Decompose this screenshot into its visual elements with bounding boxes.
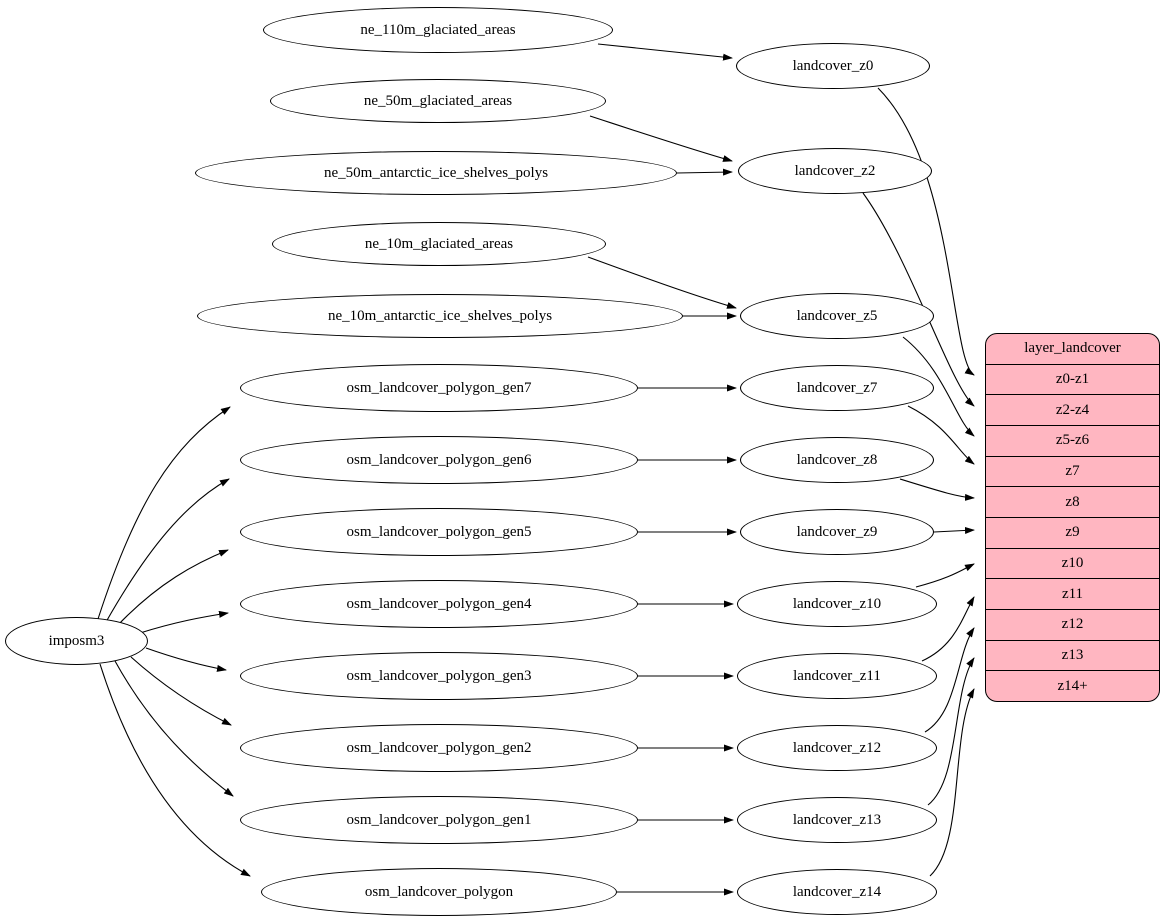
record-row-z7: z7 <box>986 455 1159 487</box>
node-osm-landcover-polygon-gen3: osm_landcover_polygon_gen3 <box>240 652 638 700</box>
node-ne-50m-glaciated-areas: ne_50m_glaciated_areas <box>270 79 606 123</box>
node-label: landcover_z8 <box>796 451 878 468</box>
node-landcover-z12: landcover_z12 <box>737 725 937 771</box>
record-row-z9: z9 <box>986 517 1159 548</box>
edge-ne50ma-to-z2 <box>676 168 733 176</box>
node-ne-50m-antarctic-ice-shelves-polys: ne_50m_antarctic_ice_shelves_polys <box>195 151 677 195</box>
edge-imposm3-to-gen4 <box>139 610 229 634</box>
record-row-z14p: z14+ <box>986 670 1159 701</box>
edge-imposm3-to-poly <box>99 663 251 877</box>
record-title: layer_landcover <box>1024 340 1121 357</box>
node-osm-landcover-polygon-gen7: osm_landcover_polygon_gen7 <box>240 364 638 412</box>
node-label: ne_10m_glaciated_areas <box>364 235 514 252</box>
edge-z9-to-row-z9 <box>933 526 975 534</box>
node-ne-10m-antarctic-ice-shelves-polys: ne_10m_antarctic_ice_shelves_polys <box>197 294 683 338</box>
node-landcover-z9: landcover_z9 <box>740 509 934 555</box>
node-label: osm_landcover_polygon_gen3 <box>346 667 532 684</box>
node-imposm3: imposm3 <box>5 617 148 665</box>
node-label: ne_50m_glaciated_areas <box>363 92 513 109</box>
edge-z8-to-row-z8 <box>899 478 975 501</box>
node-label: osm_landcover_polygon_gen5 <box>346 523 532 540</box>
node-landcover-z7: landcover_z7 <box>740 365 934 411</box>
edge-imposm3-to-gen5 <box>116 549 229 627</box>
node-landcover-z10: landcover_z10 <box>737 581 937 627</box>
node-ne-10m-glaciated-areas: ne_10m_glaciated_areas <box>272 222 606 266</box>
node-landcover-z11: landcover_z11 <box>737 653 937 699</box>
edge-ne50mg-to-z2 <box>589 115 733 162</box>
node-label: landcover_z10 <box>792 595 882 612</box>
record-row-z10: z10 <box>986 547 1159 579</box>
node-label: osm_landcover_polygon_gen6 <box>346 451 532 468</box>
node-landcover-z14: landcover_z14 <box>737 869 937 915</box>
node-landcover-z5: landcover_z5 <box>740 293 934 339</box>
node-label: landcover_z12 <box>792 739 882 756</box>
edge-z10-to-row-z10 <box>915 563 975 588</box>
node-ne-110m-glaciated-areas: ne_110m_glaciated_areas <box>263 7 613 53</box>
edge-ne10mg-to-z5 <box>587 256 737 309</box>
node-landcover-z8: landcover_z8 <box>740 437 934 483</box>
node-landcover-z13: landcover_z13 <box>737 797 937 843</box>
node-label: landcover_z9 <box>796 523 878 540</box>
record-row-z11: z11 <box>986 578 1159 609</box>
node-landcover-z2: landcover_z2 <box>738 148 932 194</box>
edge-z12-to-row-z12 <box>924 627 975 733</box>
node-label: osm_landcover_polygon_gen2 <box>346 739 532 756</box>
record-row-z8: z8 <box>986 486 1159 517</box>
node-label: landcover_z7 <box>796 379 878 396</box>
edge-z11-to-row-z11 <box>921 596 975 662</box>
node-label: landcover_z11 <box>793 667 881 684</box>
node-label: ne_110m_glaciated_areas <box>360 21 516 38</box>
edge-z14-to-row-z14p <box>929 688 975 877</box>
node-osm-landcover-polygon-gen2: osm_landcover_polygon_gen2 <box>240 724 638 772</box>
edge-ne110m-to-z0 <box>597 43 733 61</box>
node-layer-landcover: layer_landcover z0-z1 z2-z4 z5-z6 z7 z8 … <box>985 333 1160 702</box>
record-row-z5-z6: z5-z6 <box>986 425 1159 456</box>
node-label: landcover_z2 <box>794 162 876 179</box>
edge-imposm3-to-gen2 <box>130 656 232 726</box>
edge-z0-to-row-z0z1 <box>877 87 975 376</box>
node-label: imposm3 <box>48 632 105 649</box>
node-label: ne_50m_antarctic_ice_shelves_polys <box>323 164 549 181</box>
record-row-z0-z1: z0-z1 <box>986 363 1159 395</box>
edge-z7-to-row-z7 <box>907 405 975 465</box>
node-label: landcover_z14 <box>792 883 882 900</box>
node-label: ne_10m_antarctic_ice_shelves_polys <box>327 307 553 324</box>
node-label: osm_landcover_polygon_gen7 <box>346 379 532 396</box>
edge-z13-to-row-z13 <box>927 657 975 806</box>
node-label: osm_landcover_polygon_gen4 <box>346 595 532 612</box>
edge-imposm3-to-gen1 <box>114 660 234 797</box>
edge-imposm3-to-gen6 <box>105 478 230 623</box>
node-landcover-z0: landcover_z0 <box>736 43 930 89</box>
node-label: osm_landcover_polygon <box>364 883 514 900</box>
record-row-z2-z4: z2-z4 <box>986 394 1159 425</box>
edge-z5-to-row-z5z6 <box>902 336 975 437</box>
node-label: landcover_z0 <box>792 57 874 74</box>
node-osm-landcover-polygon-gen6: osm_landcover_polygon_gen6 <box>240 436 638 484</box>
node-osm-landcover-polygon-gen1: osm_landcover_polygon_gen1 <box>240 796 638 844</box>
edge-imposm3-to-gen3 <box>145 647 227 672</box>
node-label: landcover_z13 <box>792 811 882 828</box>
record-row-z12: z12 <box>986 609 1159 640</box>
node-label: landcover_z5 <box>796 307 878 324</box>
node-osm-landcover-polygon-gen4: osm_landcover_polygon_gen4 <box>240 580 638 628</box>
node-label: osm_landcover_polygon_gen1 <box>346 811 532 828</box>
node-osm-landcover-polygon-gen5: osm_landcover_polygon_gen5 <box>240 508 638 556</box>
node-osm-landcover-polygon: osm_landcover_polygon <box>261 868 617 916</box>
edge-imposm3-to-gen7 <box>97 406 231 620</box>
record-row-z13: z13 <box>986 639 1159 671</box>
